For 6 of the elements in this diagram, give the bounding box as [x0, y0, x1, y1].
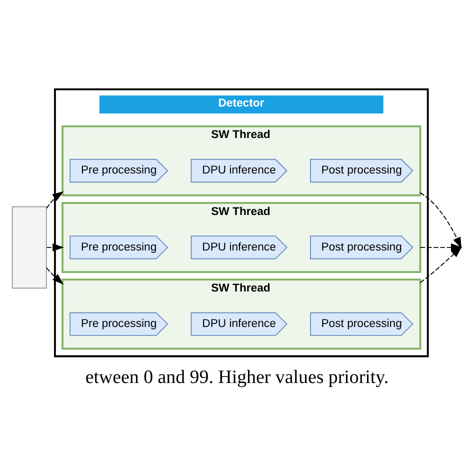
caption: etween 0 and 99. Higher values priority.: [85, 366, 389, 388]
arrow: [46, 191, 64, 209]
arrow: [46, 267, 64, 285]
node-box: [12, 206, 47, 289]
arrow: [420, 192, 462, 249]
arrow: [46, 243, 64, 252]
